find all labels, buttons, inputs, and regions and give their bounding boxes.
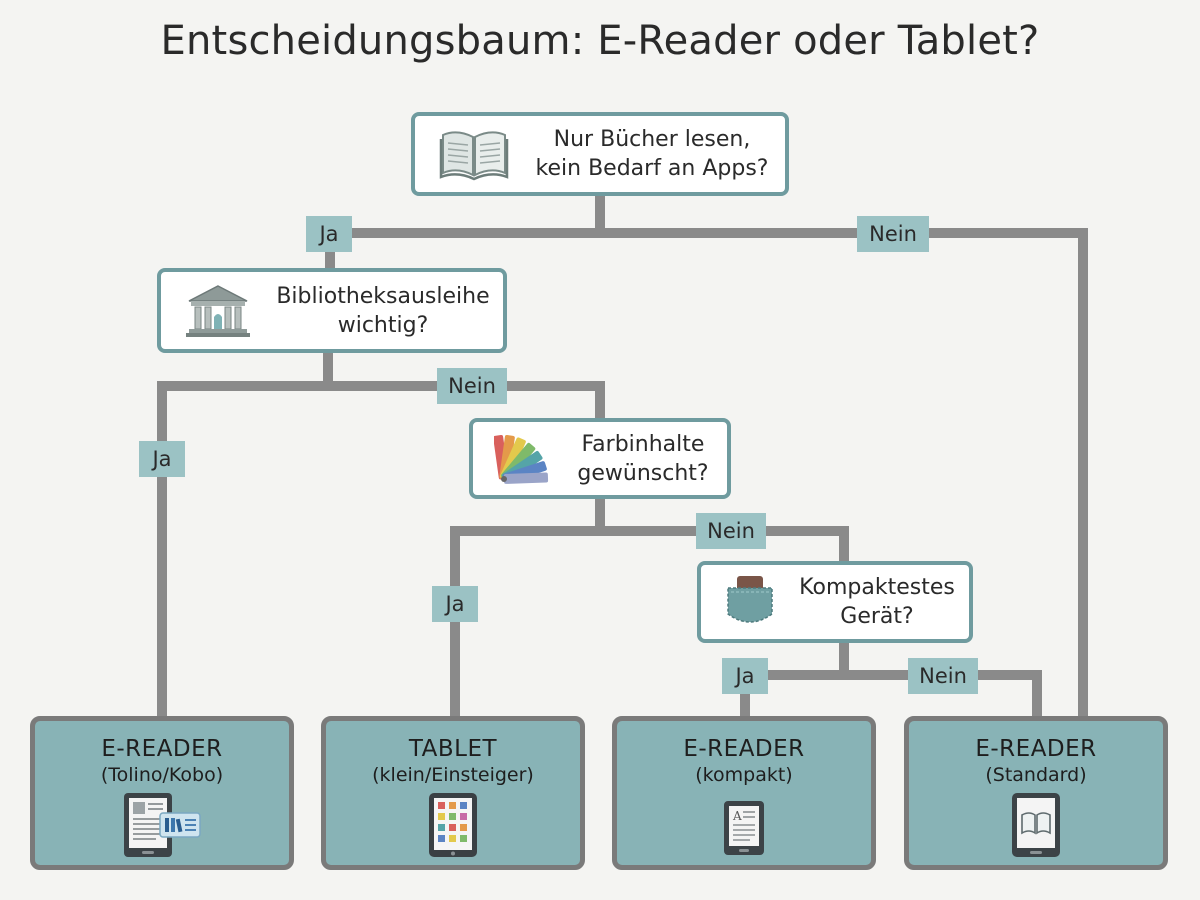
question-text-color-content: Farbinhalte gewünscht? <box>577 431 709 486</box>
result-subtitle: (Standard) <box>985 764 1087 786</box>
result-title: E-READER <box>975 736 1097 762</box>
question-node-library-lending: Bibliotheksausleihe wichtig? <box>157 268 507 353</box>
result-title: TABLET <box>408 736 498 762</box>
connector-q2-yes <box>157 381 328 718</box>
question-text-only-books: Nur Bücher lesen, kein Bedarf an Apps? <box>535 127 769 181</box>
connector-q1-yes <box>325 228 600 270</box>
connector-q3-yes <box>450 526 600 718</box>
svg-text:A: A <box>732 809 742 823</box>
result-ereader-standard: E-READER (Standard) <box>904 716 1168 870</box>
color-swatch-fan-icon <box>487 431 559 487</box>
result-subtitle: (klein/Einsteiger) <box>372 764 534 786</box>
question-node-only-books: Nur Bücher lesen, kein Bedarf an Apps? <box>411 112 789 196</box>
edge-label-q1-no: Nein <box>857 216 929 252</box>
open-book-icon <box>429 127 519 181</box>
result-subtitle: (Tolino/Kobo) <box>100 764 224 786</box>
pocket-device-icon <box>715 574 785 630</box>
diagram-title: Entscheidungsbaum: E-Reader oder Tablet? <box>160 18 1040 64</box>
ereader-library-icon <box>120 791 204 863</box>
library-building-icon <box>173 283 263 339</box>
ereader-standard-icon <box>1010 791 1062 863</box>
connector-q2-no <box>328 381 605 420</box>
result-subtitle: (kompakt) <box>695 764 793 786</box>
result-title: E-READER <box>101 736 223 762</box>
edge-label-q3-yes: Ja <box>432 586 478 622</box>
connector-q3-no <box>600 526 849 563</box>
result-title: E-READER <box>683 736 805 762</box>
edge-label-q4-no: Nein <box>908 658 978 694</box>
tablet-apps-icon <box>427 791 479 863</box>
question-node-color-content: Farbinhalte gewünscht? <box>469 418 731 499</box>
question-node-most-compact: Kompaktestes Gerät? <box>697 561 973 643</box>
edge-label-q3-no: Nein <box>696 513 766 549</box>
result-ereader-compact: E-READER (kompakt) A <box>612 716 876 870</box>
edge-label-q2-yes: Ja <box>139 441 185 477</box>
connector-q1-no <box>600 228 1088 718</box>
question-text-library-lending: Bibliotheksausleihe wichtig? <box>276 283 490 338</box>
question-text-most-compact: Kompaktestes Gerät? <box>799 575 955 629</box>
ereader-compact-icon: A <box>722 799 766 861</box>
edge-label-q1-yes: Ja <box>306 216 352 252</box>
edge-label-q4-yes: Ja <box>722 658 768 694</box>
result-tablet-small-entry: TABLET (klein/Einsteiger) <box>321 716 585 870</box>
result-ereader-tolino-kobo: E-READER (Tolino/Kobo) <box>30 716 294 870</box>
edge-label-q2-no: Nein <box>437 368 507 404</box>
